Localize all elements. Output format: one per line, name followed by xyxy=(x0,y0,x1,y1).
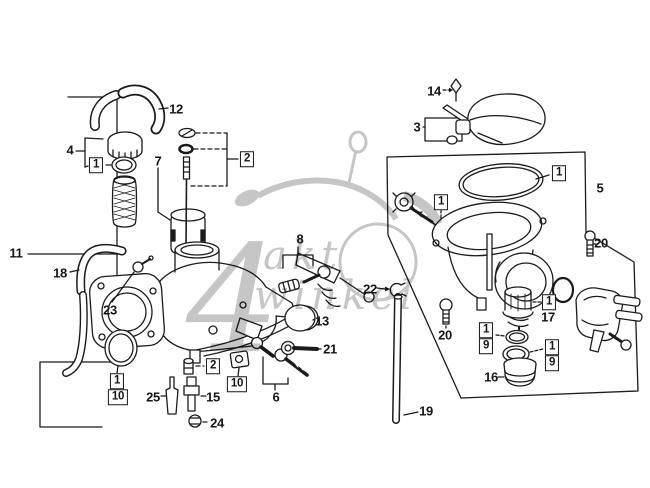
fuel-cap-4 xyxy=(75,131,143,168)
screw-set-6 xyxy=(250,336,309,391)
callout-19: 19 xyxy=(419,403,433,419)
slow-jet-2 xyxy=(183,357,205,375)
callout-16: 16 xyxy=(484,369,498,385)
float-chamber-body xyxy=(431,201,554,311)
screw-21 xyxy=(280,340,324,356)
overflow-tube-left xyxy=(62,291,88,377)
oring-a xyxy=(495,329,529,345)
vacuum-cap-13 xyxy=(284,304,319,332)
cup-16 xyxy=(497,357,537,387)
callout-14: 14 xyxy=(427,83,441,99)
breather-hose-12 xyxy=(117,84,169,135)
clip-23 xyxy=(111,255,154,303)
callout-6: 6 xyxy=(272,389,280,405)
jet-needle-set-2 xyxy=(178,127,239,251)
breather-hose-small xyxy=(89,90,121,131)
callout-1-boxed-airscrew: 1 xyxy=(433,194,449,210)
callout-7: 7 xyxy=(154,153,162,169)
square-nut-10 xyxy=(229,350,250,377)
jet-holder-15 xyxy=(183,376,207,412)
callout-9-boxed-oring-a: 9 xyxy=(478,338,494,354)
callout-23: 23 xyxy=(103,302,117,318)
float-piston-17 xyxy=(502,286,543,335)
callout-1-boxed-oring-b: 1 xyxy=(544,339,560,355)
callout-4: 4 xyxy=(66,142,74,158)
drain-hose-18 xyxy=(69,243,127,296)
callout-1-boxed-oring-left: 1 xyxy=(109,373,125,389)
float-valve-screw-20 xyxy=(439,298,453,330)
callout-1-boxed-oring-a: 1 xyxy=(478,322,494,338)
manifold-oring xyxy=(104,329,138,374)
callout-13: 13 xyxy=(315,313,329,329)
callout-2-boxed-top: 2 xyxy=(239,151,255,167)
callout-5: 5 xyxy=(596,180,604,196)
callout-18: 18 xyxy=(53,265,67,281)
callout-11: 11 xyxy=(9,245,23,261)
callout-22: 22 xyxy=(363,281,377,297)
callout-25: 25 xyxy=(146,389,160,405)
bowl-gasket xyxy=(458,163,550,201)
valve-14 xyxy=(442,78,462,102)
callout-24: 24 xyxy=(210,415,224,431)
callout-1-boxed-cap: 1 xyxy=(88,157,104,173)
callout-9-boxed-oring-b: 9 xyxy=(544,355,560,371)
callout-8: 8 xyxy=(296,231,304,247)
fuel-cock xyxy=(551,276,643,353)
choke-plunger-25 xyxy=(160,376,179,415)
callout-1-boxed-float: 1 xyxy=(541,294,557,310)
jet-set-8 xyxy=(278,246,331,294)
callout-15: 15 xyxy=(206,389,220,405)
cap-oring xyxy=(105,156,137,174)
callout-2-boxed-jet: 2 xyxy=(205,358,221,374)
callout-3: 3 xyxy=(413,119,421,135)
fuel-strainer xyxy=(111,175,138,228)
callout-10-boxed-oring-left: 10 xyxy=(107,389,129,405)
callout-12: 12 xyxy=(169,101,183,117)
drain-screw-20 xyxy=(584,230,599,257)
callout-21: 21 xyxy=(323,341,337,357)
carburetor-top-cover xyxy=(446,93,546,146)
nut-24 xyxy=(188,414,210,428)
callout-17: 17 xyxy=(541,309,555,325)
callout-1-boxed-gasket: 1 xyxy=(551,165,567,181)
callout-20-right: 20 xyxy=(594,235,608,251)
callout-10-boxed-nut: 10 xyxy=(226,376,248,392)
callout-20-left: 20 xyxy=(438,327,452,343)
